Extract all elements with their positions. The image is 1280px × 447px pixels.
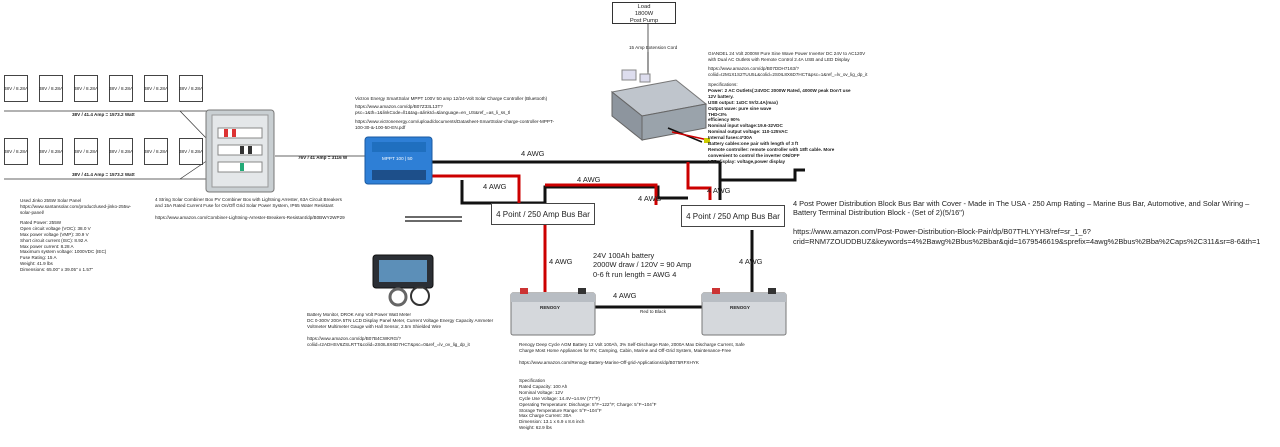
controller-link-1: https://www.amazon.com/dp/B07Z33L13T? ps… [355,104,511,115]
inverter-specs-header: Specifications: [708,82,738,87]
panel-row-wires [4,110,209,180]
awg-label-inv-bus: 4 AWG [707,186,731,195]
solar-panel: 38V / 8.28A [179,138,203,165]
bus-bar-left: 4 Point / 250 Amp Bus Bar [491,203,595,225]
solar-panel: 38V / 8.28A [39,75,63,102]
combiner-description: 4 String Solar Combiner Box PV Combiner … [155,197,345,220]
negative-wires [432,160,805,309]
battery-monitor-device [372,254,434,307]
monitor-description: Battery Monitor, DROK Amp Volt Power Wat… [307,312,494,329]
solar-panel: 38V / 8.28A [144,138,168,165]
extension-cord-label: 15 Amp Extension Cord [629,45,678,50]
battery-right-brand: RENOGY [730,305,750,310]
panel-info-title: Used Jinko 255W Solar Panel https://www.… [20,198,132,215]
battery-left [510,288,596,336]
solar-panel: 38V / 8.28A [39,138,63,165]
charge-controller [364,136,433,185]
inverter-specs: Power: 2 AC Outlets(:24VDC 2000W Rated, … [708,88,851,164]
battery-note: 24V 100Ah battery 2000W draw / 120V = 90… [593,251,692,279]
panel-info-specs: Rated Power: 255W Open circuit voltage (… [20,220,107,272]
battery-spec-header: Specification [519,378,546,383]
solar-panel: 38V / 8.28A [144,75,168,102]
combiner-output-label: 76V / 41 Amp = 3116 W [298,155,348,160]
awg-label-mid: 4 AWG [577,175,601,184]
controller-ground-lines [405,216,462,222]
inverter-unit [610,69,710,143]
solar-panel: 38V / 8.28A [4,138,28,165]
battery-description: Renogy Deep Cycle AGM Battery 12 Volt 10… [519,342,745,353]
red-to-black-label: Red to Black [640,309,667,314]
controller-link-2: https://www.victronenergy.com/upload/doc… [355,119,555,130]
controller-device-label: MPPT 100 | 50 [382,156,413,161]
row1-total-label: 38V / 41.4 Amp = 1573.2 Watt [72,112,135,117]
awg-label-ctrl-to-bus: 4 AWG [483,182,507,191]
controller-title: Victron Energy SmartSolar MPPT 100V 50 a… [355,96,548,101]
awg-label-right-down: 4 AWG [739,257,763,266]
monitor-link: https://www.amazon.com/dp/B07B4CWKRG/? c… [307,336,470,347]
awg-label-right-mid: 4 AWG [638,194,662,203]
busbar-info: 4 Post Power Distribution Block Bus Bar … [793,199,1261,246]
battery-left-brand: RENOGY [540,305,560,310]
combiner-box [205,109,275,193]
solar-panel: 38V / 8.28A [109,138,133,165]
positive-wires [432,162,712,292]
row2-total-label: 38V / 41.4 Amp = 1573.2 Watt [72,172,135,177]
awg-label-left-down: 4 AWG [549,257,573,266]
battery-specs: Rated Capacity: 100 Ah Nominal Voltage: … [519,384,657,431]
bus-bar-right: 4 Point / 250 Amp Bus Bar [681,205,785,227]
solar-panel: 38V / 8.28A [109,75,133,102]
solar-panel: 38V / 8.28A [74,75,98,102]
battery-right [701,288,787,336]
awg-label-batt-link: 4 AWG [613,291,637,300]
awg-label-top: 4 AWG [521,149,545,158]
load-box: Load 1800W Post Pump [612,2,676,24]
solar-panel: 38V / 8.28A [4,75,28,102]
solar-panel: 38V / 8.28A [179,75,203,102]
solar-panel: 38V / 8.28A [74,138,98,165]
inverter-title: GIANDEL 24 Volt 2000W Pure Sine Wave Pow… [708,51,866,62]
inverter-link: https://www.amazon.com/dp/B07DDH7163/? c… [708,66,868,77]
battery-link: https://www.amazon.com/Renogy-Battery-Ma… [519,360,699,365]
